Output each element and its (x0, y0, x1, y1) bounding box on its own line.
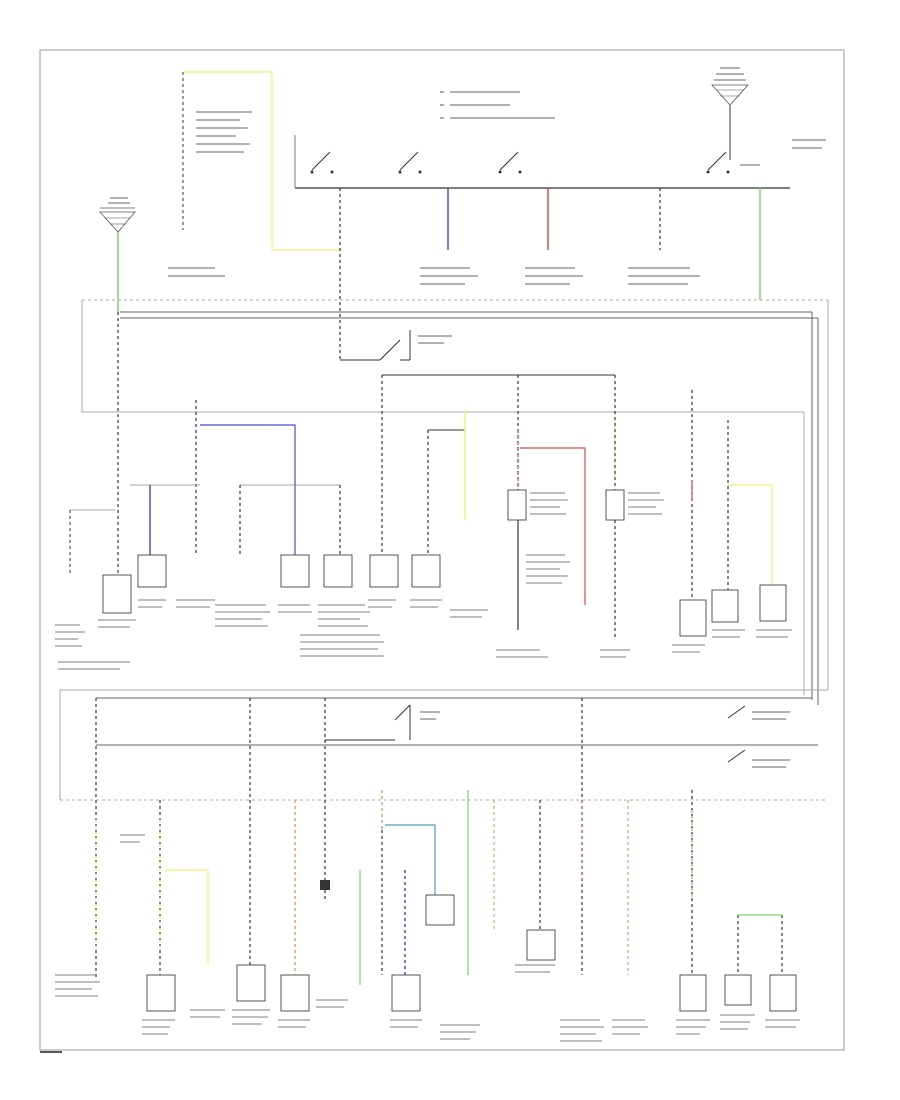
legend (440, 91, 555, 119)
ground-symbol-right (711, 67, 749, 140)
wire-teal-lower (385, 824, 436, 895)
wire-red-upper (520, 447, 586, 605)
top-switch-bus (294, 135, 790, 189)
fuse-box-lower (59, 689, 828, 980)
wire-yellow-upper-right (728, 484, 773, 585)
diagram-border (39, 49, 845, 1051)
wire-blue-upper (200, 424, 296, 555)
lower-columns (95, 698, 783, 985)
upper-labels (55, 492, 792, 670)
ground-symbol-left (99, 197, 136, 233)
wire-yellow-lower (165, 869, 209, 965)
relay-middle (340, 330, 452, 361)
lower-components (146, 880, 797, 1012)
fuse-box-upper (81, 299, 829, 705)
top-labels (168, 139, 826, 285)
upper-components (102, 489, 787, 637)
wire-yellow-top (183, 71, 340, 251)
lower-labels (55, 834, 800, 1042)
relay-lower (324, 698, 790, 900)
upper-columns (195, 375, 693, 600)
